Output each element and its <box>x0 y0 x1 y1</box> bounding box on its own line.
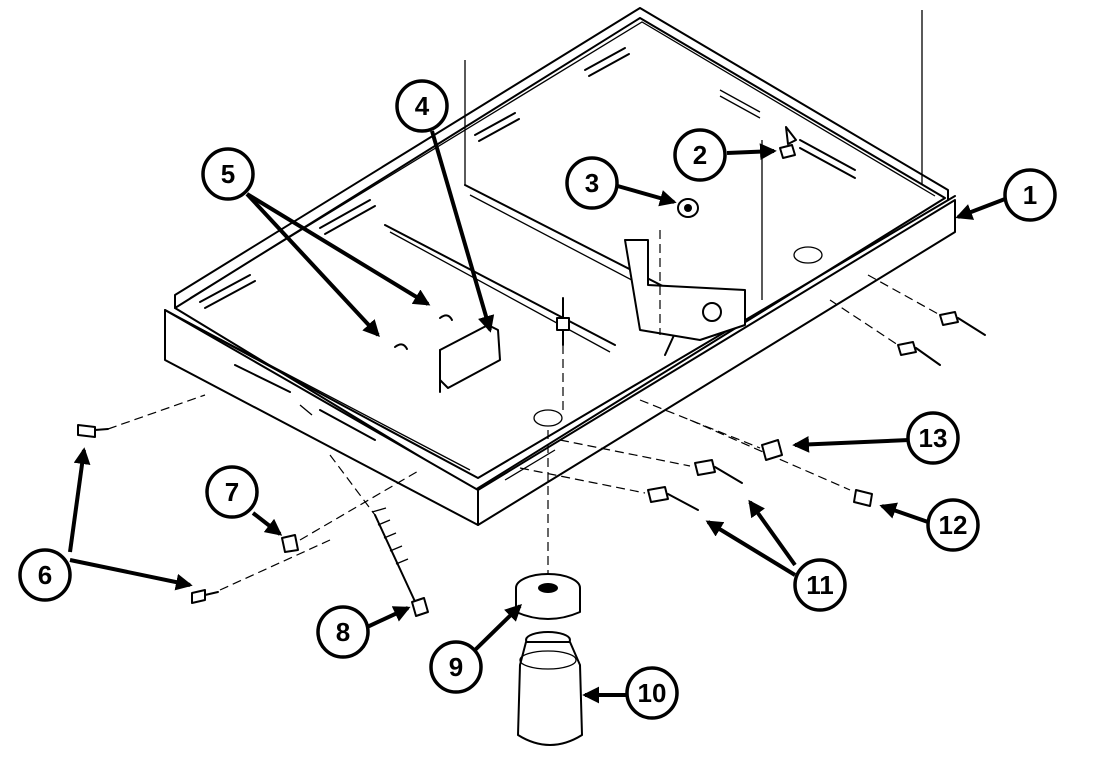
arrow-13 <box>792 435 910 453</box>
part-fitting-9 <box>515 430 581 620</box>
arrow-6b <box>69 558 193 591</box>
svg-text:5: 5 <box>221 159 235 189</box>
slot-left-3 <box>474 112 520 142</box>
callout-9: 9 <box>429 640 483 694</box>
svg-text:4: 4 <box>415 91 430 121</box>
part-pins-right <box>829 274 986 366</box>
svg-text:2: 2 <box>693 140 707 170</box>
part-clip-13 <box>639 399 783 461</box>
svg-text:11: 11 <box>806 570 834 600</box>
arrow-5a <box>245 192 431 306</box>
svg-text:9: 9 <box>449 652 463 682</box>
callout-1: 1 <box>1003 168 1057 222</box>
svg-text:8: 8 <box>336 617 350 647</box>
callout-8: 8 <box>316 605 370 659</box>
front-slots <box>234 364 376 441</box>
callout-5: 5 <box>201 147 255 201</box>
inner-rail-b <box>384 224 616 346</box>
part-clip-2 <box>779 126 797 159</box>
svg-text:7: 7 <box>225 477 239 507</box>
arrow-12 <box>879 502 929 524</box>
base-pan <box>164 7 956 526</box>
arrow-6a <box>68 447 91 553</box>
callout-2: 2 <box>673 128 727 182</box>
arrow-9 <box>473 604 523 652</box>
part-screws-6 <box>77 394 331 604</box>
svg-text:3: 3 <box>585 168 599 198</box>
callout-12: 12 <box>926 498 980 552</box>
arrow-5b <box>245 192 380 338</box>
pan-bottom-hole <box>533 409 563 427</box>
pan-drain-hole <box>793 246 823 264</box>
part-pins-11 <box>519 439 743 511</box>
callout-13: 13 <box>906 411 960 465</box>
callout-4: 4 <box>395 79 449 133</box>
slot-right-1 <box>799 139 856 179</box>
arrow-1 <box>955 197 1006 220</box>
pan-back-rim <box>174 7 949 309</box>
bracket-hole <box>702 302 722 322</box>
arrow-3 <box>613 183 677 207</box>
arrow-7 <box>251 511 283 536</box>
arrow-4 <box>430 130 495 333</box>
part-jar-10 <box>517 631 583 746</box>
pan-rim-lip <box>179 204 941 471</box>
svg-text:6: 6 <box>38 560 52 590</box>
callout-3: 3 <box>565 156 619 210</box>
front-details <box>299 404 556 481</box>
svg-text:12: 12 <box>939 510 968 540</box>
pan-floor-outline <box>174 17 946 491</box>
part-clips-5 <box>394 314 453 350</box>
part-screw-12 <box>689 419 873 507</box>
part-clip-7 <box>281 469 421 553</box>
svg-text:1: 1 <box>1023 180 1037 210</box>
svg-text:13: 13 <box>919 423 948 453</box>
slot-left-2 <box>319 199 376 235</box>
slot-left-1 <box>199 274 256 309</box>
arrow-8 <box>364 606 411 630</box>
pan-right-front-face <box>477 199 956 526</box>
arrow-2 <box>726 143 777 160</box>
callout-7: 7 <box>205 465 259 519</box>
part-vent-screw <box>556 297 570 410</box>
part-grommet-3 <box>659 198 699 335</box>
leader-arrows <box>68 130 1006 704</box>
pan-inner-back-edge <box>189 21 936 299</box>
arrow-11a <box>748 499 797 567</box>
slot-right-2 <box>719 89 761 119</box>
callout-6: 6 <box>18 548 72 602</box>
part-screw-8 <box>329 454 429 617</box>
slot-back-1 <box>584 47 630 77</box>
callout-11: 11 <box>793 558 847 612</box>
callout-10: 10 <box>625 666 679 720</box>
arrow-11b <box>705 520 797 577</box>
svg-text:10: 10 <box>638 678 667 708</box>
